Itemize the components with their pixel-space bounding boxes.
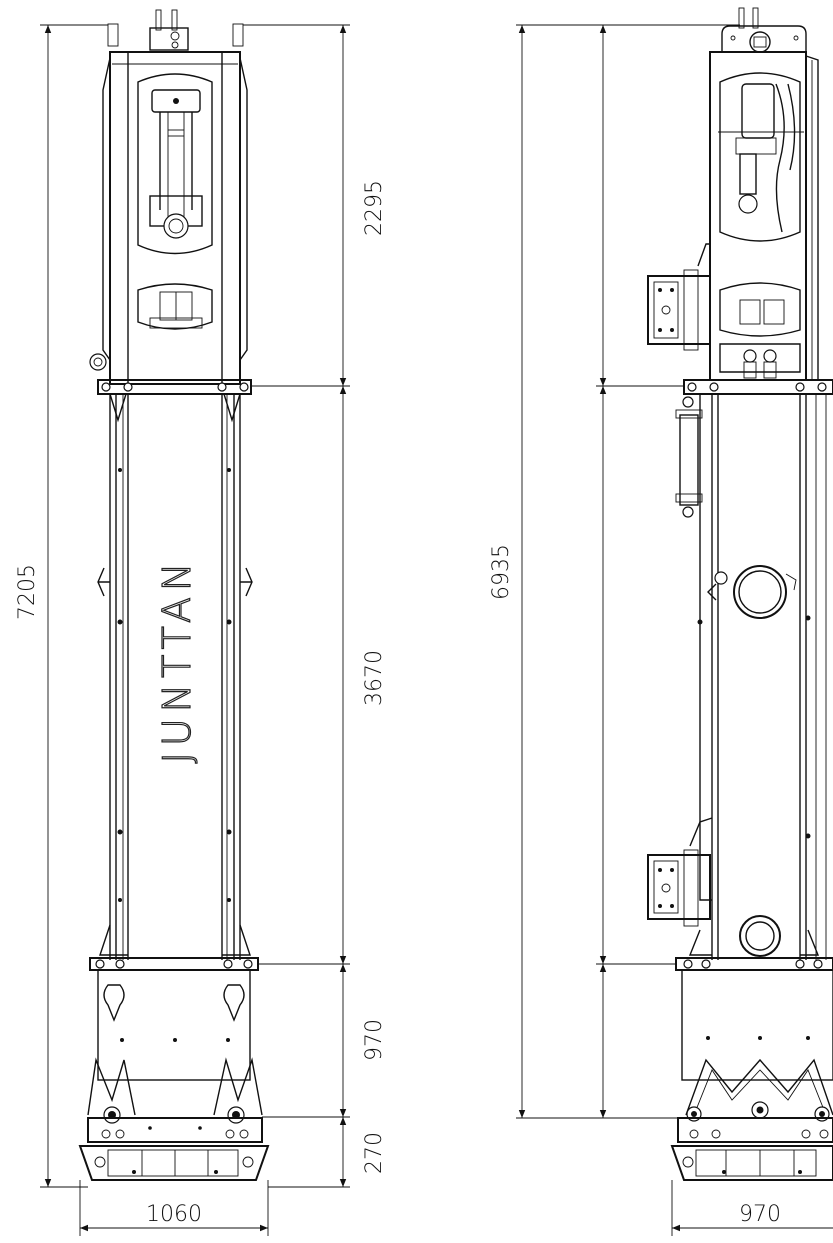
right-elevation-view	[647, 7, 833, 1181]
right-anvil-base	[670, 969, 833, 1181]
right-hammer-frame	[647, 51, 819, 381]
left-hammer-frame	[89, 51, 248, 385]
right-lower-flange	[675, 957, 833, 971]
dim-segment-dolly: 270	[362, 1132, 387, 1174]
left-lower-flange	[89, 957, 259, 971]
dim-base-width-right: 970	[739, 1202, 781, 1227]
right-top-connector	[721, 7, 807, 53]
left-elevation-view: JUNTTAN	[78, 9, 270, 1181]
left-top-flange	[97, 379, 252, 423]
right-leader-column	[647, 394, 827, 960]
dim-segment-column: 3670	[362, 650, 387, 706]
left-leader-column	[97, 394, 253, 960]
right-dimensions: 6935 970	[489, 24, 833, 1236]
left-top-connector	[107, 9, 244, 51]
dim-segment-hammer: 2295	[362, 180, 387, 236]
brand-lettering: JUNTTAN	[155, 557, 199, 764]
dim-overall-height-left: 7205	[15, 564, 40, 620]
left-dimensions: 7205 2295 3670 970 270 1060	[15, 24, 387, 1236]
dim-segment-anvil: 970	[362, 1019, 387, 1061]
right-top-flange	[683, 379, 833, 395]
left-anvil-base	[78, 969, 270, 1181]
dim-overall-height-right: 6935	[489, 544, 514, 600]
dim-base-width-left: 1060	[146, 1202, 202, 1227]
